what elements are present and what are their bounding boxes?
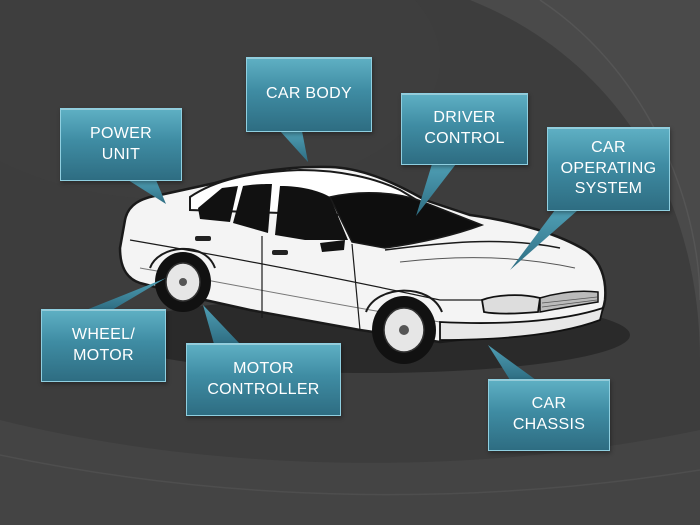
motor-controller-callout: MOTOR CONTROLLER [186,343,341,416]
power-unit-callout: POWER UNIT [60,108,182,181]
car-body-pointer [280,131,308,162]
car-operating-system-pointer [510,210,578,270]
car-chassis-callout: CAR CHASSIS [488,379,610,451]
car-body-callout: CAR BODY [246,57,372,132]
wheel-motor-callout: WHEEL/ MOTOR [41,309,166,382]
power-unit-pointer [128,180,166,204]
car-chassis-pointer [488,345,536,380]
motor-controller-pointer [203,305,240,344]
driver-control-pointer [416,164,456,216]
car-operating-system-callout: CAR OPERATING SYSTEM [547,127,670,211]
wheel-motor-pointer [86,278,166,310]
driver-control-callout: DRIVER CONTROL [401,93,528,165]
